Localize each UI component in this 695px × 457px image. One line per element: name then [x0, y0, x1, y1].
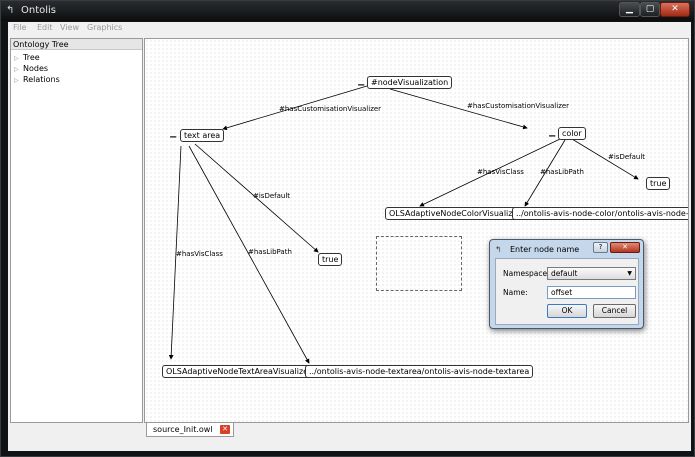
edge-label: #hasLibPath: [540, 168, 584, 176]
node-textarea-libpath[interactable]: ../ontolis-avis-node-textarea/ontolis-av…: [305, 365, 534, 378]
dialog-title: Enter node name: [510, 245, 580, 254]
dialog-app-icon: ↰: [495, 245, 502, 254]
tree-header: Ontology Tree: [11, 39, 142, 50]
close-icon[interactable]: ✕: [220, 425, 230, 434]
help-button[interactable]: ?: [593, 242, 608, 253]
edge-custom-left: [222, 85, 368, 131]
namespace-label: Namespace:: [503, 269, 550, 278]
selection-rectangle: [376, 236, 462, 291]
tree-item-nodes[interactable]: ▷ Nodes: [14, 63, 48, 74]
graph-edges: [168, 85, 639, 364]
edge-label: #isDefault: [608, 153, 646, 161]
maximize-button[interactable]: ▢: [640, 2, 660, 17]
edge-label: #hasVisClass: [477, 168, 524, 176]
expand-arrow-icon[interactable]: ▷: [14, 77, 19, 84]
edge-label: #hasLibPath: [248, 248, 292, 256]
cancel-button[interactable]: Cancel: [593, 304, 636, 318]
node-textarea-visualizer[interactable]: OLSAdaptiveNodeTextAreaVisualizer: [162, 365, 316, 378]
tree-item-relations[interactable]: ▷ Relations: [14, 74, 60, 85]
tree-item-label: Nodes: [23, 64, 49, 73]
node-true-color[interactable]: true: [646, 177, 671, 190]
edge-custom-right: [389, 88, 528, 130]
window-title: Ontolis: [21, 5, 57, 16]
collapse-marker[interactable]: −: [357, 80, 366, 91]
tree-item-label: Relations: [23, 75, 60, 84]
title-bar[interactable]: ↰ Ontolis ▁ ▢ ✕: [1, 1, 694, 21]
tab-bar: source_Init.owl ✕: [144, 423, 689, 437]
tab-label: source_Init.owl: [153, 425, 213, 434]
tree-item-label: Tree: [23, 53, 40, 62]
menu-edit[interactable]: Edit: [37, 23, 53, 32]
tree-item-tree[interactable]: ▷ Tree: [14, 52, 40, 63]
ok-button[interactable]: OK: [547, 304, 587, 318]
node-node-visualization[interactable]: #nodeVisualization: [367, 76, 453, 89]
menu-view[interactable]: View: [60, 23, 79, 32]
client-area: Ontology Tree ▷ Tree ▷ Nodes ▷ Relations: [8, 35, 691, 451]
node-color-visualizer[interactable]: OLSAdaptiveNodeColorVisualizer: [385, 207, 525, 220]
dropdown-arrow-icon[interactable]: ▼: [627, 270, 632, 277]
graph-canvas[interactable]: − #nodeVisualization − text area − color…: [144, 38, 689, 423]
expand-arrow-icon[interactable]: ▷: [14, 66, 19, 73]
menu-file[interactable]: File: [13, 23, 27, 32]
namespace-value: default: [551, 269, 578, 278]
edge-visclass-text: [168, 145, 182, 360]
menu-bar: File Edit View Graphics: [8, 22, 691, 35]
node-true-text[interactable]: true: [318, 253, 343, 266]
enter-node-name-dialog: ↰ Enter node name ? ✕ Namespace: default…: [489, 239, 644, 329]
edge-visclass-color: [419, 138, 561, 207]
edge-label: #hasVisClass: [176, 250, 223, 258]
ontolis-logo-icon: ↰: [6, 5, 15, 16]
edge-libpath-color: [524, 139, 566, 207]
edge-libpath-text: [188, 145, 310, 364]
collapse-marker[interactable]: −: [548, 131, 557, 142]
minimize-button[interactable]: ▁: [619, 2, 640, 17]
node-color-libpath[interactable]: ../ontolis-avis-node-color/ontolis-avis-…: [512, 207, 688, 220]
dialog-body: Namespace: default ▼ Name: offset OK Can…: [495, 258, 639, 325]
name-label: Name:: [503, 288, 528, 297]
dialog-close-button[interactable]: ✕: [610, 242, 640, 253]
edge-label: #hasCustomisationVisualizer: [279, 105, 382, 113]
node-color[interactable]: color: [558, 127, 586, 140]
namespace-select[interactable]: default ▼: [547, 267, 636, 280]
edge-label: #hasCustomisationVisualizer: [467, 102, 570, 110]
menu-graphics[interactable]: Graphics: [87, 23, 123, 32]
ontology-tree-panel: Ontology Tree ▷ Tree ▷ Nodes ▷ Relations: [10, 38, 143, 423]
close-button[interactable]: ✕: [660, 2, 690, 17]
node-text-area[interactable]: text area: [180, 129, 225, 142]
edge-label: #isDefault: [253, 192, 291, 200]
edge-isdefault-color: [571, 138, 639, 180]
tab-source-init[interactable]: source_Init.owl ✕: [146, 423, 234, 437]
expand-arrow-icon[interactable]: ▷: [14, 55, 19, 62]
collapse-marker[interactable]: −: [169, 132, 178, 143]
edge-isdefault-text: [194, 143, 319, 253]
name-input[interactable]: offset: [547, 286, 636, 299]
